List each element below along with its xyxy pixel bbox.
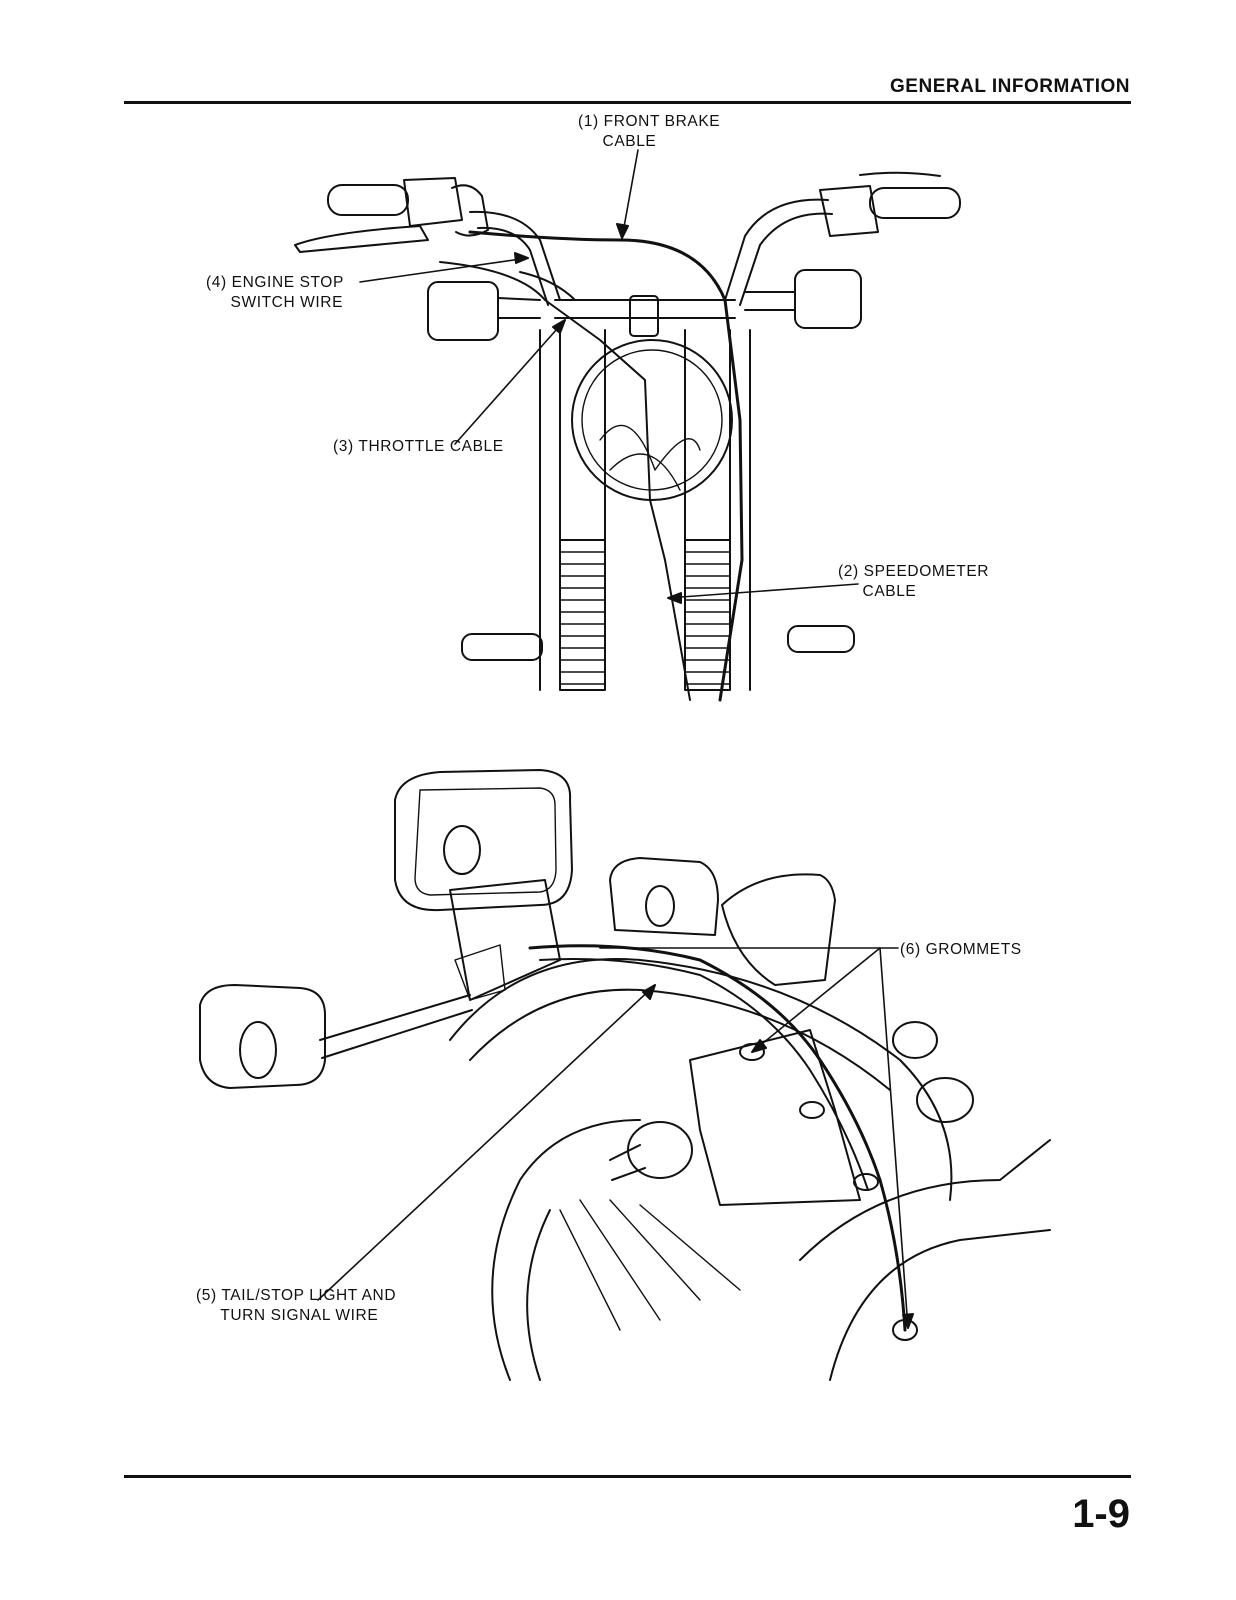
top-figure-drawing bbox=[294, 149, 961, 702]
label-throttle-cable: (3) THROTTLE CABLE bbox=[333, 438, 504, 455]
label-grommets: (6) GROMMETS bbox=[900, 941, 1022, 958]
label-speedometer-cable: (2) SPEEDOMETER CABLE bbox=[838, 563, 990, 600]
header-rule bbox=[124, 101, 1131, 104]
label-tail-stop-light-wire: (5) TAIL/STOP LIGHT AND TURN SIGNAL WIRE bbox=[196, 1287, 397, 1324]
footer-rule bbox=[124, 1475, 1131, 1478]
bottom-figure-drawing bbox=[199, 769, 1051, 1381]
label-engine-stop-switch-wire: (4) ENGINE STOP SWITCH WIRE bbox=[206, 274, 344, 311]
section-title: GENERAL INFORMATION bbox=[890, 76, 1130, 97]
page-number: 1-9 bbox=[1072, 1492, 1130, 1536]
label-front-brake-cable: (1) FRONT BRAKE CABLE bbox=[578, 113, 721, 150]
